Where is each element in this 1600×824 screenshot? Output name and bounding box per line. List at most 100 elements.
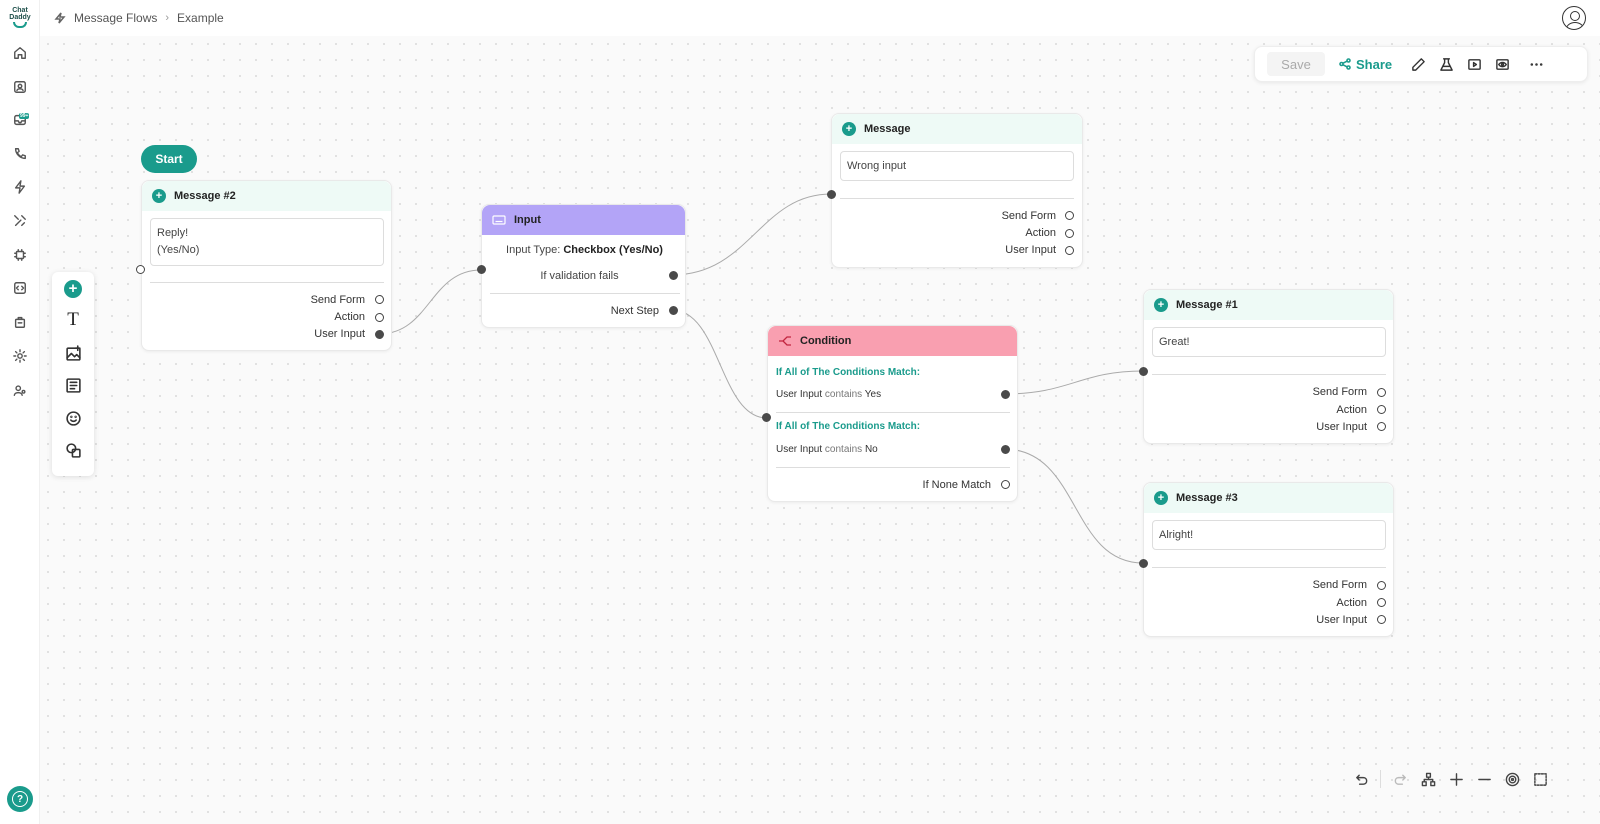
breadcrumb: Message Flows › Example <box>54 11 224 25</box>
input-type-label: Input Type: <box>506 244 561 256</box>
message-icon: + <box>1154 491 1168 505</box>
port-send-form[interactable] <box>1377 388 1386 397</box>
condition-group-title: If All of The Conditions Match: <box>776 421 921 432</box>
port-label-action: Action <box>1336 597 1367 609</box>
input-node[interactable]: Input Input Type: Checkbox (Yes/No) If v… <box>481 204 686 328</box>
emoji-node-icon[interactable] <box>63 408 83 428</box>
help-icon: ? <box>12 791 28 807</box>
message-text-line: (Yes/No) <box>157 244 200 256</box>
divider <box>776 412 1010 413</box>
help-button[interactable]: ? <box>7 786 33 812</box>
port-label-send-form: Send Form <box>310 294 365 306</box>
message-text-box[interactable]: Wrong input <box>840 151 1074 181</box>
settings-icon[interactable] <box>12 348 28 364</box>
port-none-match[interactable] <box>1001 480 1010 489</box>
condition-rule-no[interactable]: User Input contains No <box>776 444 878 455</box>
message-3-in-port[interactable] <box>1139 559 1148 568</box>
divider <box>150 282 384 283</box>
input-type-row: Input Type: Checkbox (Yes/No) <box>482 244 687 256</box>
message-1-node[interactable]: + Message #1 Great! Send Form Action Use… <box>1143 289 1394 444</box>
phone-icon[interactable] <box>12 146 28 162</box>
edit-pencil-icon[interactable] <box>1410 56 1426 72</box>
port-next-step[interactable] <box>669 306 678 315</box>
text-node-icon[interactable]: T <box>67 309 79 330</box>
canvas-controls <box>1352 770 1549 788</box>
test-flask-icon[interactable] <box>1438 56 1454 72</box>
user-avatar-icon[interactable] <box>1562 6 1586 30</box>
condition-node-in-port[interactable] <box>762 413 771 422</box>
shapes-node-icon[interactable] <box>63 440 83 460</box>
condition-rule-yes[interactable]: User Input contains Yes <box>776 389 881 400</box>
port-user-input[interactable] <box>1377 422 1386 431</box>
message-2-node[interactable]: + Message #2 Reply! (Yes/No) Send Form A… <box>141 180 392 351</box>
auto-layout-icon[interactable] <box>1419 770 1437 788</box>
port-validation-fails[interactable] <box>669 271 678 280</box>
message-text-box[interactable]: Alright! <box>1152 520 1386 550</box>
port-action[interactable] <box>375 313 384 322</box>
node-header: Input <box>482 205 685 235</box>
integrations-icon[interactable] <box>12 247 28 263</box>
flows-icon[interactable] <box>12 179 28 195</box>
port-action[interactable] <box>1377 598 1386 607</box>
node-header: Condition <box>768 326 1017 356</box>
chatdaddy-logo[interactable]: Chat Daddy <box>6 7 34 31</box>
port-condition-no[interactable] <box>1001 445 1010 454</box>
share-label: Share <box>1356 56 1393 72</box>
message-text-box[interactable]: Reply! (Yes/No) <box>150 218 384 266</box>
save-button[interactable]: Save <box>1267 52 1325 76</box>
form-node-icon[interactable] <box>63 375 83 395</box>
tools-icon[interactable] <box>12 213 28 229</box>
node-toolbox: + T <box>52 272 94 476</box>
port-user-input[interactable] <box>1065 246 1074 255</box>
share-icon <box>1339 58 1351 70</box>
port-user-input[interactable] <box>1377 615 1386 624</box>
divider <box>840 198 1074 199</box>
preview-play-icon[interactable] <box>1466 56 1482 72</box>
rule-operator: contains <box>824 389 863 400</box>
port-label-user-input: User Input <box>1316 421 1367 433</box>
zoom-in-icon[interactable] <box>1447 770 1465 788</box>
chevron-right-icon: › <box>165 12 170 24</box>
undo-icon[interactable] <box>1352 770 1370 788</box>
node-title: Input <box>514 214 541 226</box>
fullscreen-icon[interactable] <box>1531 770 1549 788</box>
message-2-input-port[interactable] <box>136 265 145 274</box>
port-condition-yes[interactable] <box>1001 390 1010 399</box>
port-user-input[interactable] <box>375 330 384 339</box>
message-3-node[interactable]: + Message #3 Alright! Send Form Action U… <box>1143 482 1394 637</box>
home-icon[interactable] <box>12 45 28 61</box>
port-action[interactable] <box>1377 405 1386 414</box>
condition-node[interactable]: Condition If All of The Conditions Match… <box>767 325 1018 502</box>
input-node-in-port[interactable] <box>477 265 486 274</box>
port-label-send-form: Send Form <box>1001 210 1056 222</box>
view-eye-icon[interactable] <box>1494 56 1510 72</box>
add-node-button[interactable]: + <box>64 280 82 298</box>
branch-icon <box>779 336 791 346</box>
start-node[interactable]: Start <box>141 145 197 173</box>
team-icon[interactable] <box>12 382 28 398</box>
code-icon[interactable] <box>12 280 28 296</box>
message-node-in-port[interactable] <box>827 190 836 199</box>
port-action[interactable] <box>1065 229 1074 238</box>
port-send-form[interactable] <box>375 295 384 304</box>
validation-fails-label: If validation fails <box>540 270 619 282</box>
image-node-icon[interactable] <box>63 343 83 363</box>
contacts-icon[interactable] <box>12 79 28 95</box>
share-button[interactable]: Share <box>1339 57 1392 72</box>
message-node[interactable]: + Message Wrong input Send Form Action U… <box>831 113 1083 268</box>
port-send-form[interactable] <box>1377 581 1386 590</box>
divider <box>490 293 680 294</box>
more-options-icon[interactable] <box>1528 56 1544 72</box>
zoom-out-icon[interactable] <box>1475 770 1493 788</box>
message-text-box[interactable]: Great! <box>1152 327 1386 357</box>
node-header: + Message <box>832 114 1082 144</box>
port-send-form[interactable] <box>1065 211 1074 220</box>
breadcrumb-example[interactable]: Example <box>177 11 224 25</box>
redo-icon[interactable] <box>1391 770 1409 788</box>
if-none-match-label: If None Match <box>922 479 991 491</box>
message-icon: + <box>842 122 856 136</box>
fit-view-icon[interactable] <box>1503 770 1521 788</box>
message-1-in-port[interactable] <box>1139 367 1148 376</box>
bag-icon[interactable] <box>12 314 28 330</box>
breadcrumb-message-flows[interactable]: Message Flows <box>74 11 158 25</box>
